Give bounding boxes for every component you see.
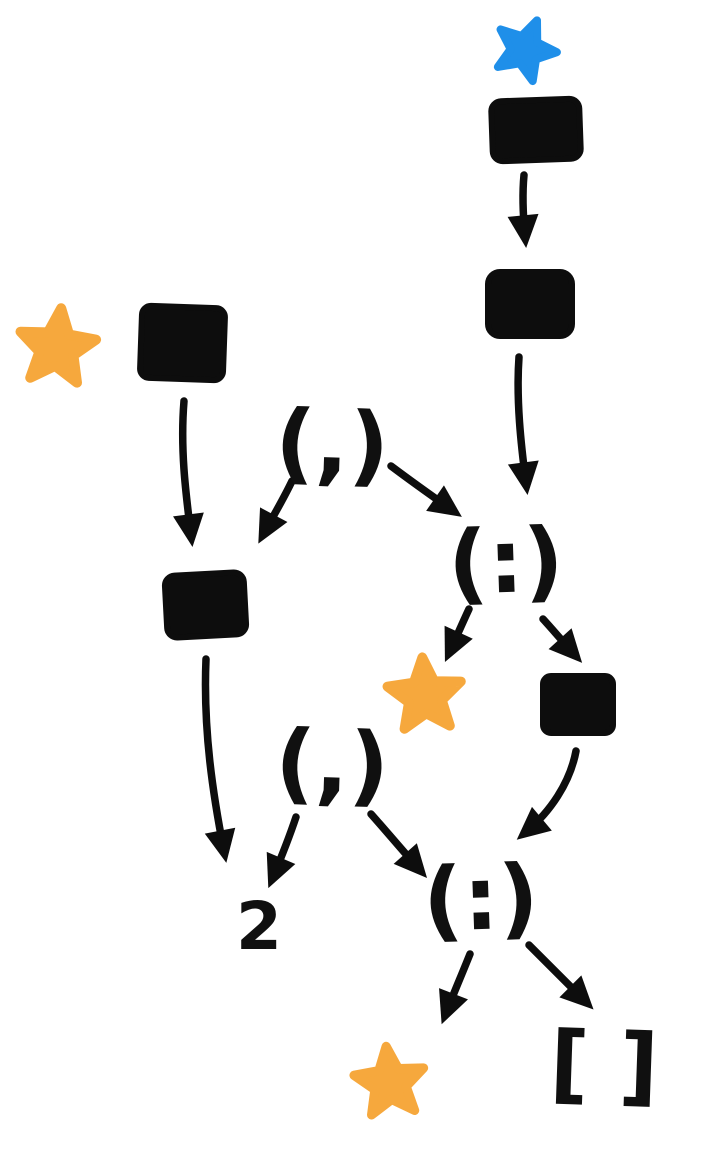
arrow-midleftbox-down	[201, 655, 236, 863]
orange-star-icon-top-left	[16, 304, 99, 384]
cons-node-top: (:)	[446, 508, 565, 615]
tuple-node-bottom: (,)	[274, 710, 391, 817]
empty-list-leaf: [ ]	[548, 1013, 660, 1117]
cons-node-bottom: (:)	[421, 845, 540, 952]
arrow-tuplebottom-to-consbottom	[367, 810, 428, 879]
arrow-box2-to-cons-top	[507, 353, 539, 495]
arrow-constop-to-orangestar	[444, 605, 473, 662]
arrow-tupletop-to-constop	[387, 462, 462, 517]
black-box-top	[488, 95, 584, 165]
arrow-tuplebottom-to-number	[266, 813, 300, 889]
arrow-topbox-to-box2	[507, 171, 539, 249]
arrow-leftbox-to-midleftbox	[173, 397, 204, 547]
arrow-tupletop-to-midleftbox	[258, 477, 296, 544]
arrow-constop-to-midrightbox	[539, 615, 583, 663]
blue-star-icon	[487, 9, 565, 85]
black-box-mid-right	[540, 673, 616, 736]
number-leaf: 2	[236, 888, 282, 965]
arrow-midrightbox-to-consbottom	[516, 747, 580, 840]
black-box-upper-right	[485, 269, 575, 339]
tuple-node-top: (,)	[274, 390, 391, 497]
arrow-consbottom-to-orangestar	[439, 950, 474, 1025]
black-box-mid-left	[161, 569, 250, 641]
orange-star-icon-middle	[386, 655, 464, 730]
orange-star-icon-bottom	[351, 1043, 427, 1117]
arrow-consbottom-to-emptylist	[525, 941, 594, 1010]
black-box-upper-left	[137, 302, 228, 384]
